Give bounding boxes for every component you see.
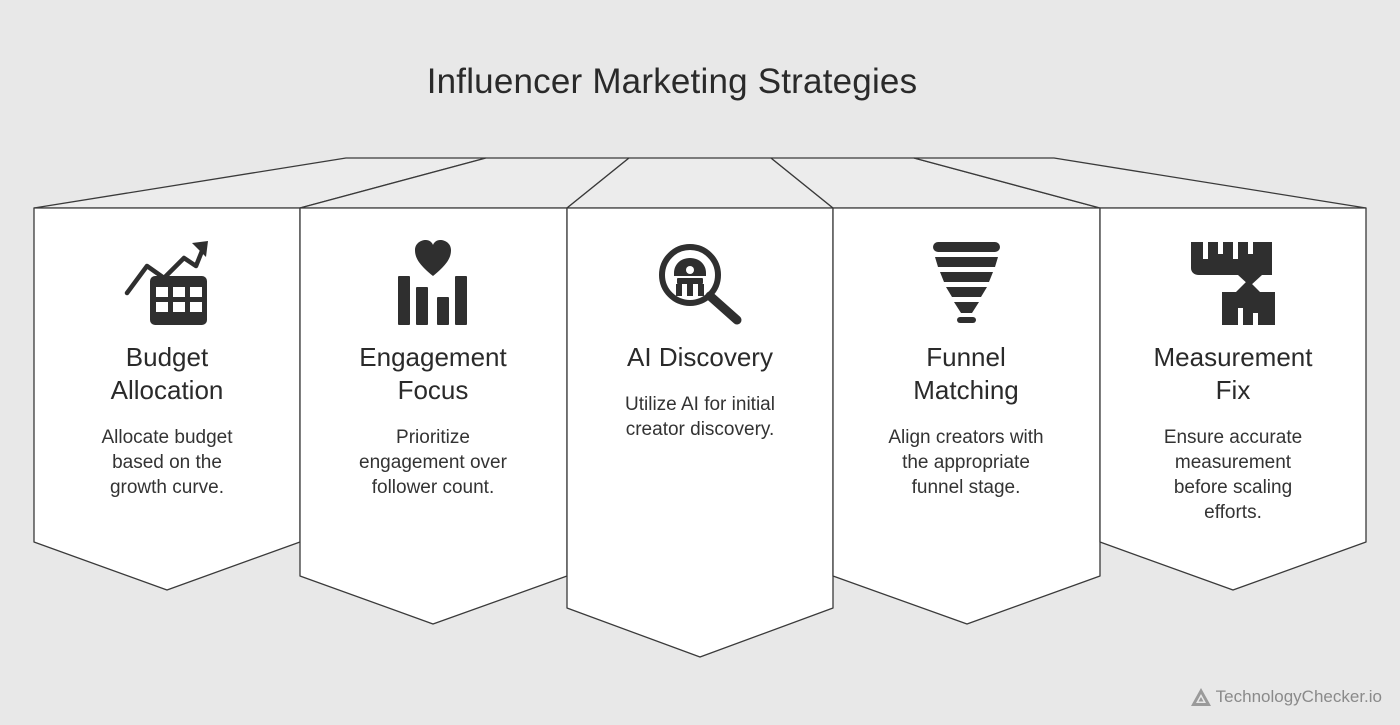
description-line: Utilize AI for initial	[625, 394, 775, 415]
card-title-line1: Engagement	[359, 342, 507, 372]
top-faces	[33, 157, 1367, 209]
description-line: Ensure accurate	[1163, 427, 1303, 448]
budget-growth-chart-icon	[124, 241, 208, 325]
card-measurement-fix: Measurement Fix Ensure accurate measurem…	[1110, 341, 1356, 525]
card-title-line1: Funnel	[926, 342, 1006, 372]
card-body-5	[1099, 207, 1367, 591]
card-budget-allocation: Budget Allocation Allocate budget based …	[44, 341, 290, 500]
funnel-icon	[933, 242, 1000, 323]
description-line: measurement	[1174, 452, 1292, 473]
description-line: funnel stage.	[911, 477, 1021, 498]
card-title-line2: Fix	[1215, 375, 1251, 405]
card-title-line2: Matching	[913, 375, 1019, 405]
triangle-logo-icon	[1190, 688, 1211, 706]
card-body-1	[33, 207, 301, 591]
card-body-2	[299, 207, 568, 625]
card-title-line2: Allocation	[110, 375, 224, 405]
card-ai-discovery: AI Discovery Utilize AI for initial crea…	[577, 341, 823, 442]
description-line: Allocate budget	[101, 427, 233, 448]
page-title: Influencer Marketing Strategies	[426, 62, 918, 101]
card-body-4	[832, 207, 1101, 625]
card-body-3	[566, 207, 834, 658]
card-description: Align creators with the appropriate funn…	[843, 425, 1089, 500]
card-description: Utilize AI for initial creator discovery…	[577, 392, 823, 442]
card-funnel-matching: Funnel Matching Align creators with the …	[843, 341, 1089, 500]
description-line: based on the	[112, 452, 222, 473]
card-title-line1: Budget	[125, 342, 209, 372]
card-description: Prioritize engagement over follower coun…	[310, 425, 556, 500]
card-title-line1: Measurement	[1153, 342, 1313, 372]
broken-ruler-icon	[1191, 242, 1275, 325]
description-line: Prioritize	[396, 427, 470, 448]
watermark-text: TechnologyChecker.io	[1215, 687, 1382, 706]
description-line: growth curve.	[109, 477, 225, 498]
description-line: engagement over	[359, 452, 507, 473]
card-engagement-focus: Engagement Focus Prioritize engagement o…	[310, 341, 556, 500]
description-line: efforts.	[1204, 502, 1262, 523]
description-line: before scaling	[1173, 477, 1293, 498]
description-line: the appropriate	[902, 452, 1030, 473]
watermark: TechnologyChecker.io	[1190, 687, 1382, 707]
card-description: Allocate budget based on the growth curv…	[44, 425, 290, 500]
card-title-line1: AI Discovery	[627, 342, 773, 372]
description-line: follower count.	[371, 477, 495, 498]
card-bodies	[33, 207, 1367, 658]
description-line: Align creators with	[888, 427, 1044, 448]
heart-bar-chart-icon	[398, 240, 467, 325]
card-description: Ensure accurate measurement before scali…	[1110, 425, 1356, 525]
ai-search-magnifier-icon	[659, 244, 742, 325]
card-title-line2: Focus	[397, 375, 469, 405]
description-line: creator discovery.	[625, 419, 775, 440]
